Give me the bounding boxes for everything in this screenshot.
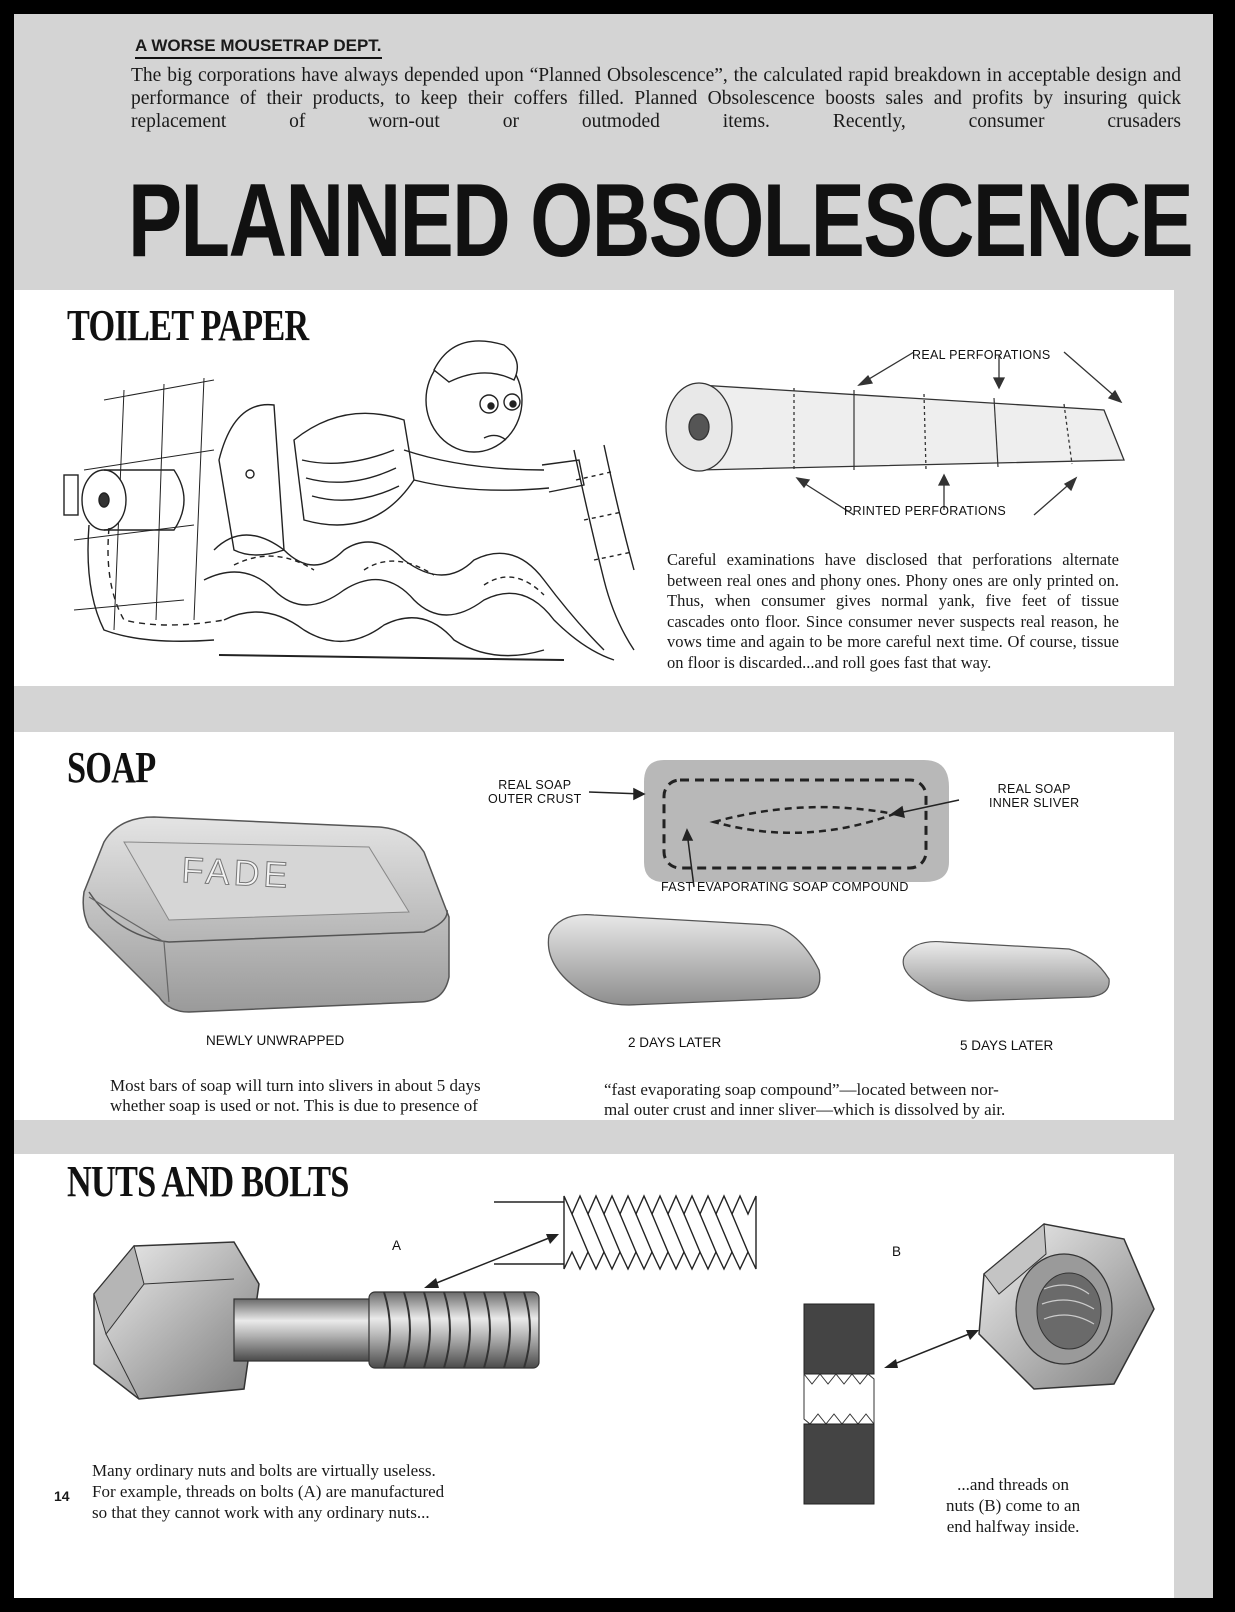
label-b: B — [892, 1244, 902, 1259]
label-a: A — [392, 1238, 402, 1253]
soap-text-right-line2: mal outer crust and inner sliver—which i… — [604, 1100, 1006, 1119]
label-printed-perforations: PRINTED PERFORATIONS — [844, 504, 1007, 518]
soap-panel: SOAP FADE RE — [14, 732, 1174, 1120]
label-real-perforations: REAL PERFORATIONS — [912, 348, 1051, 362]
toilet-paper-title: TOILET PAPER — [67, 301, 309, 350]
soap-text-right-line1: “fast evaporating soap compound”—located… — [604, 1080, 999, 1099]
soap-text-left-line2: whether soap is used or not. This is due… — [110, 1096, 478, 1115]
toilet-cartoon-illustration — [63, 340, 635, 661]
page-number: 14 — [54, 1488, 70, 1504]
label-outer-line1: REAL SOAP — [498, 778, 572, 792]
toilet-paper-text: Careful examinations have disclosed that… — [667, 550, 1119, 672]
page-headline: PLANNED OBSOLESCENCE — [128, 163, 1194, 279]
caption-5-days-later: 5 DAYS LATER — [960, 1038, 1054, 1053]
label-outer-crust: REAL SOAP OUTER CRUST — [488, 778, 582, 806]
bolt-illustration — [93, 1194, 757, 1400]
nuts-bolts-text-left-line2: For example, threads on bolts (A) are ma… — [92, 1482, 445, 1501]
nuts-bolts-text-right-line2: nuts (B) come to an — [946, 1496, 1081, 1515]
soap-text-left-line1: Most bars of soap will turn into slivers… — [110, 1076, 481, 1095]
soap-text-left: Most bars of soap will turn into slivers… — [110, 1076, 481, 1116]
perforation-diagram — [665, 351, 1125, 516]
caption-2-days-later: 2 DAYS LATER — [628, 1035, 722, 1050]
label-inner-line2: INNER SLIVER — [989, 796, 1080, 810]
soap-bar-new: FADE — [82, 816, 450, 1013]
nuts-bolts-panel: NUTS AND BOLTS A B — [14, 1154, 1174, 1598]
label-inner-sliver: REAL SOAP INNER SLIVER — [989, 782, 1079, 810]
label-fast-evaporating: FAST EVAPORATING SOAP COMPOUND — [661, 880, 909, 894]
soap-bar-2-days — [547, 914, 821, 1006]
soap-cross-section — [588, 760, 960, 888]
nuts-bolts-text-right: ...and threads on nuts (B) come to an en… — [946, 1474, 1080, 1537]
nuts-bolts-text-left-line1: Many ordinary nuts and bolts are virtual… — [92, 1461, 436, 1480]
department-label: A WORSE MOUSETRAP DEPT. — [135, 36, 382, 59]
toilet-paper-panel: TOILET PAPER — [14, 290, 1174, 686]
caption-newly-unwrapped: NEWLY UNWRAPPED — [206, 1033, 345, 1048]
nuts-bolts-text-right-line3: end halfway inside. — [946, 1517, 1080, 1536]
intro-paragraph: The big corporations have always depende… — [131, 65, 1181, 132]
soap-title: SOAP — [67, 743, 156, 792]
nuts-bolts-title: NUTS AND BOLTS — [67, 1157, 349, 1206]
soap-text-right: “fast evaporating soap compound”—located… — [604, 1080, 1005, 1120]
soap-bar-5-days — [902, 940, 1110, 1002]
label-outer-line2: OUTER CRUST — [488, 792, 582, 806]
nuts-bolts-text-left-line3: so that they cannot work with any ordina… — [92, 1503, 430, 1522]
magazine-page: A WORSE MOUSETRAP DEPT. The big corporat… — [14, 14, 1213, 1598]
nuts-bolts-text-right-line1: ...and threads on — [957, 1475, 1069, 1494]
nut-illustration — [803, 1222, 1155, 1505]
label-inner-line1: REAL SOAP — [997, 782, 1071, 796]
nuts-bolts-text-left: Many ordinary nuts and bolts are virtual… — [92, 1460, 444, 1523]
soap-brand-text: FADE — [181, 849, 293, 896]
